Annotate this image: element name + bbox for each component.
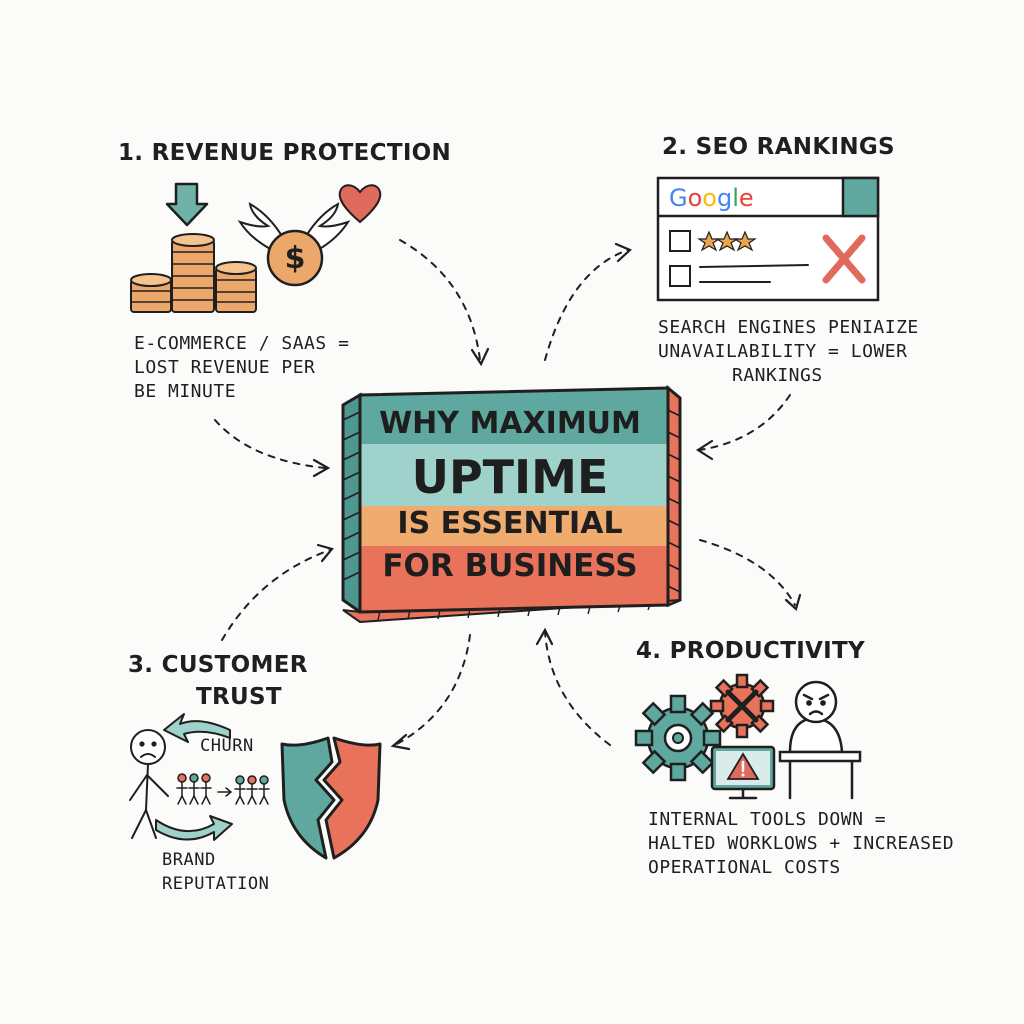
brand-arrow: [155, 815, 233, 841]
gear-icon: [634, 694, 722, 782]
google-logo-letter: g: [717, 184, 732, 212]
down-arrow-icon: [165, 182, 209, 227]
connector-arrows: [214, 239, 796, 746]
arrow-productivity-to-center: [544, 631, 611, 746]
arrow-revenue-to-center: [399, 239, 481, 361]
google-logo-letter: o: [702, 184, 717, 212]
google-logo-letter: e: [739, 184, 754, 212]
result-lines: [699, 264, 809, 283]
churn-arrow: [163, 713, 231, 743]
x-mark-icon: [822, 234, 866, 284]
productivity-desc-line-1: INTERNAL TOOLS DOWN =: [648, 809, 887, 830]
arrow-center-to-trust: [394, 634, 471, 746]
brand-label-line-1: BRAND: [162, 850, 216, 870]
star-icon: [697, 230, 757, 252]
crowd-icon: [176, 773, 270, 805]
arrow-trust-to-center: [221, 549, 331, 641]
arrow-center-to-productivity: [699, 539, 796, 606]
productivity-heading: 4. PRODUCTIVITY: [636, 638, 865, 664]
box-color-bands: [360, 388, 668, 612]
arrow-center-to-seo: [544, 249, 629, 361]
revenue-heading: 1. REVENUE PROTECTION: [118, 140, 452, 166]
trust-heading-line-2: TRUST: [196, 684, 282, 710]
coin-stack-icon: [130, 233, 257, 313]
arrowheads: [312, 242, 802, 751]
seo-desc-line-2: UNAVAILABILITY = LOWER: [658, 341, 908, 362]
central-title-box: [341, 384, 682, 624]
checkbox-icon: [669, 230, 691, 287]
google-logo-letter: l: [732, 184, 739, 212]
google-logo-letter: o: [688, 184, 703, 212]
svg-text:$: $: [285, 241, 306, 276]
seo-desc-line-1: SEARCH ENGINES PENIAIZE: [658, 317, 919, 338]
flying-money-icon: $: [237, 202, 351, 287]
arrow-seo-to-center: [699, 394, 791, 451]
box-right-hatching: [667, 409, 681, 593]
heart-icon: [338, 184, 382, 224]
angry-worker-icon: [778, 680, 862, 800]
revenue-desc-line-1: E-COMMERCE / SAAS =: [134, 333, 350, 354]
google-logo-letter: G: [669, 184, 688, 212]
revenue-desc-line-2: LOST REVENUE PER: [134, 357, 316, 378]
browser-window-icon: Google: [656, 176, 880, 302]
productivity-desc-line-2: HALTED WORKLOWS + INCREASED: [648, 833, 955, 854]
brand-label-line-2: REPUTATION: [162, 874, 270, 894]
center-title-line-4: FOR BUSINESS: [382, 548, 638, 584]
seo-heading: 2. SEO RANKINGS: [662, 134, 895, 160]
broken-shield-icon: [280, 736, 382, 860]
google-logo-text: Google: [669, 184, 754, 212]
trust-heading-line-1: 3. CUSTOMER: [128, 652, 308, 678]
crowd-left: [176, 773, 212, 805]
arrow-revenue-desc-to-center: [214, 419, 326, 469]
center-title-line-1: WHY MAXIMUM: [379, 406, 641, 441]
warning-monitor-icon: [710, 745, 776, 800]
crowd-right: [234, 775, 270, 805]
box-front-outline: [358, 386, 670, 614]
center-title-line-2: UPTIME: [411, 450, 609, 504]
churn-label: CHURN: [200, 736, 254, 756]
seo-desc-line-3: RANKINGS: [732, 365, 823, 386]
box-left-hatching: [342, 411, 361, 581]
revenue-desc-line-3: BE MINUTE: [134, 381, 237, 402]
center-title-line-3: IS ESSENTIAL: [397, 506, 623, 541]
sad-person-icon: [129, 729, 169, 839]
broken-gear-icon: [709, 673, 775, 739]
productivity-desc-line-3: OPERATIONAL COSTS: [648, 857, 841, 878]
